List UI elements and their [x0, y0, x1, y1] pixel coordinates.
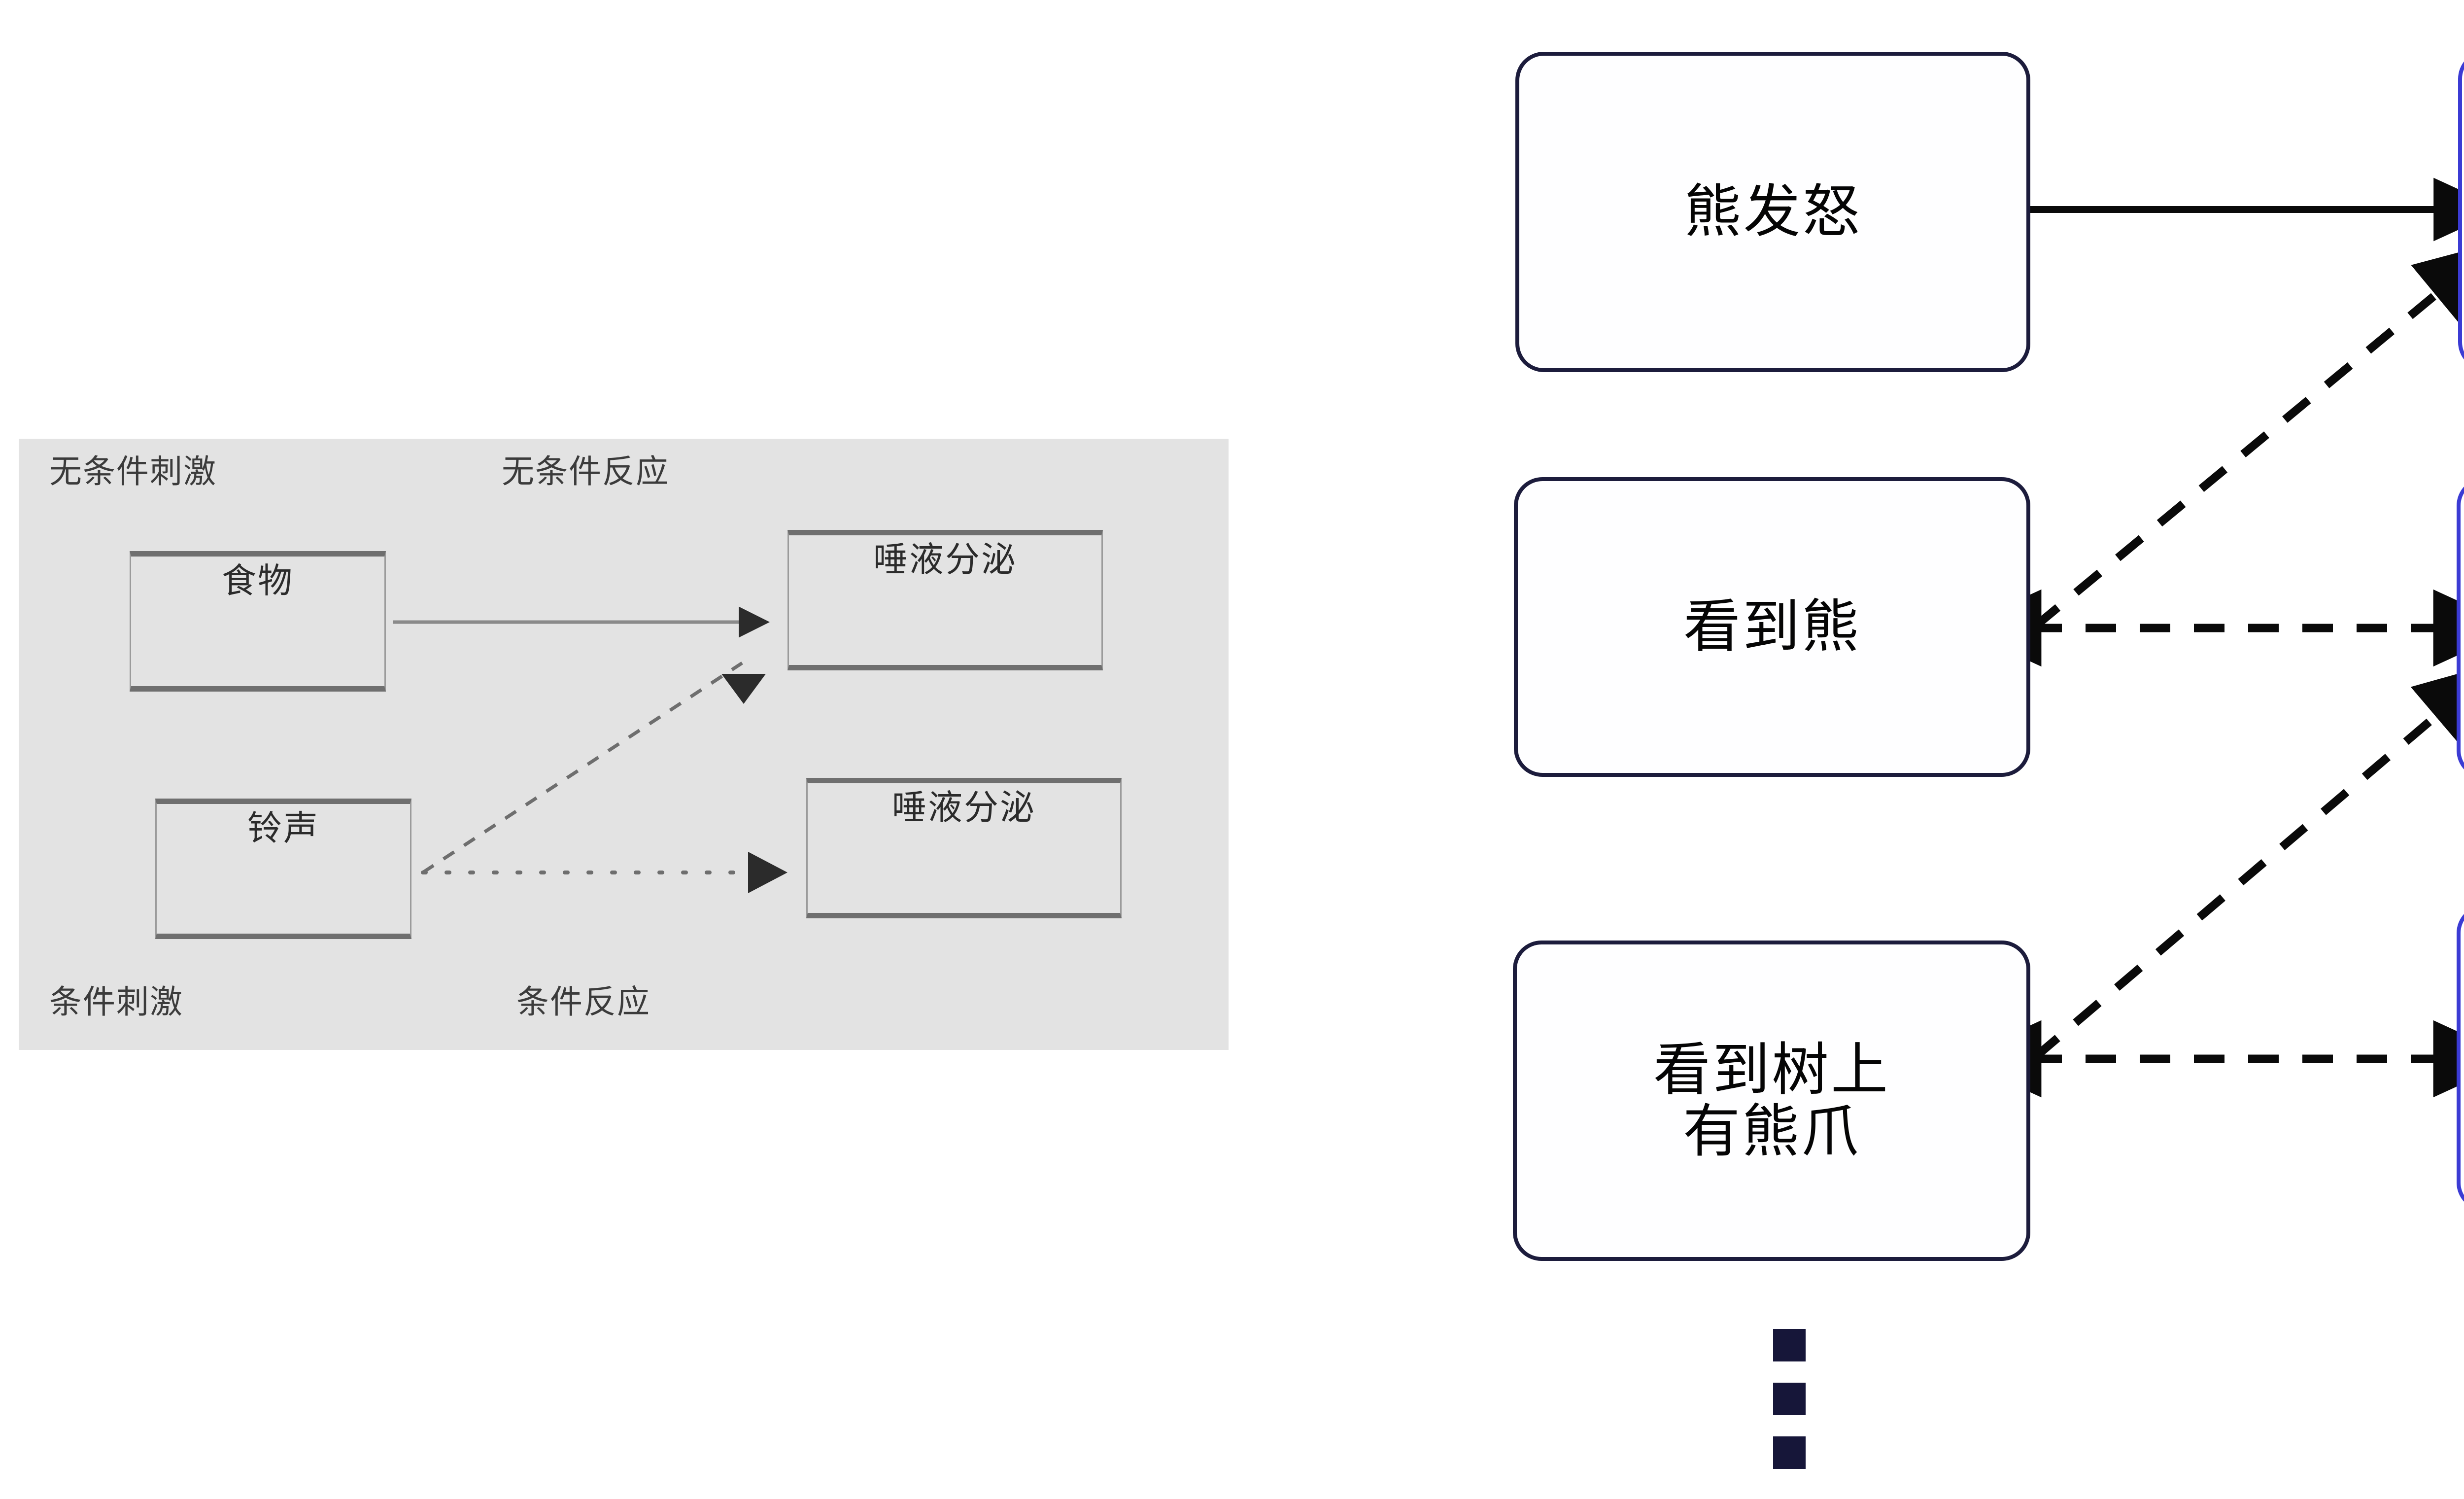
- edge-bell-to-salivation-top: [422, 662, 743, 874]
- ellipsis-dot: [1773, 1436, 1806, 1469]
- edge-see-claw-to-v-s-prime: [2031, 662, 2464, 1061]
- box-bell: 铃声: [155, 799, 411, 939]
- box-see-bear: 看到熊: [1514, 477, 2030, 777]
- box-see-claw: 看到树上 有熊爪: [1513, 941, 2030, 1261]
- label-unconditioned-response: 无条件反应: [502, 453, 669, 490]
- box-see-claw-label: 看到树上 有熊爪: [1653, 1036, 1890, 1165]
- edge-bell-to-salivation-top-head: [721, 674, 766, 704]
- box-salivation-top-label: 唾液分泌: [873, 539, 1017, 580]
- label-unconditioned-stimulus: 无条件刺激: [49, 453, 217, 490]
- box-bear-angry-label: 熊发怒: [1684, 178, 1862, 245]
- label-conditioned-response: 条件反应: [516, 983, 650, 1021]
- box-salivation-bottom: 唾液分泌: [806, 778, 1122, 918]
- label-conditioned-stimulus: 条件刺激: [49, 983, 183, 1021]
- ellipsis-dot: [1773, 1329, 1806, 1361]
- ellipsis-dot: [1773, 1383, 1806, 1415]
- box-v-s-prime: V(s′): [2457, 477, 2464, 779]
- box-bell-label: 铃声: [247, 808, 319, 848]
- box-reward: 奖励: [2458, 50, 2464, 371]
- edge-see-bear-to-reward: [2031, 241, 2464, 630]
- box-food-label: 食物: [222, 560, 294, 601]
- edge-bell-to-salivation-bottom-head: [748, 852, 787, 893]
- box-v-s: V(s): [2457, 905, 2464, 1211]
- box-bear-angry: 熊发怒: [1515, 52, 2030, 372]
- box-salivation-top: 唾液分泌: [787, 530, 1103, 670]
- box-salivation-bottom-label: 唾液分泌: [892, 787, 1036, 828]
- box-food: 食物: [130, 551, 386, 692]
- classical-conditioning-edges: [393, 606, 787, 893]
- box-see-bear-label: 看到熊: [1683, 593, 1861, 661]
- classical-conditioning-panel: 无条件刺激 无条件反应 条件刺激 条件反应 食物 铃声 唾液分泌 唾液分泌: [19, 439, 1229, 1050]
